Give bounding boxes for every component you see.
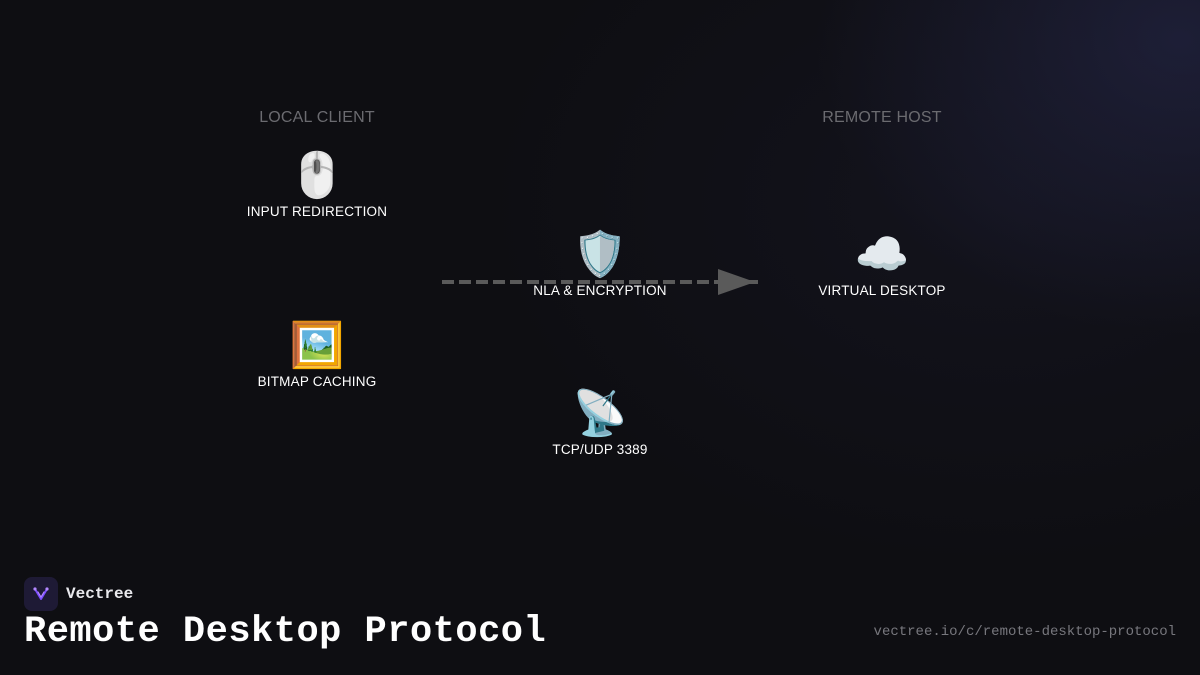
source-url: vectree.io/c/remote-desktop-protocol (873, 624, 1176, 640)
node-input-redirection: 🖱️ INPUT REDIRECTION (217, 150, 417, 219)
brand: Vectree (24, 577, 133, 611)
arrowhead (718, 269, 755, 295)
node-virtual-desktop: ☁️ VIRTUAL DESKTOP (782, 229, 982, 298)
node-label: TCP/UDP 3389 (552, 442, 648, 457)
shield-icon: 🛡️ (572, 229, 628, 280)
node-label: INPUT REDIRECTION (246, 204, 388, 219)
node-bitmap-caching: 🖼️ BITMAP CACHING (217, 320, 417, 389)
vectree-logo-icon (24, 577, 58, 611)
node-tcp-udp: 📡 TCP/UDP 3389 (500, 388, 700, 457)
node-label: NLA & ENCRYPTION (533, 283, 667, 298)
section-label-remote-host: REMOTE HOST (822, 109, 942, 126)
section-label-local-client: LOCAL CLIENT (259, 109, 375, 126)
node-label: BITMAP CACHING (257, 374, 377, 389)
node-label: VIRTUAL DESKTOP (818, 283, 946, 298)
framed-picture-icon: 🖼️ (289, 320, 345, 371)
page-title: Remote Desktop Protocol (24, 611, 547, 653)
computer-mouse-icon: 🖱️ (289, 150, 345, 201)
cloud-icon: ☁️ (854, 229, 910, 280)
satellite-antenna-icon: 📡 (572, 388, 628, 439)
node-nla-encryption: 🛡️ NLA & ENCRYPTION (500, 229, 700, 298)
brand-name: Vectree (66, 585, 134, 603)
